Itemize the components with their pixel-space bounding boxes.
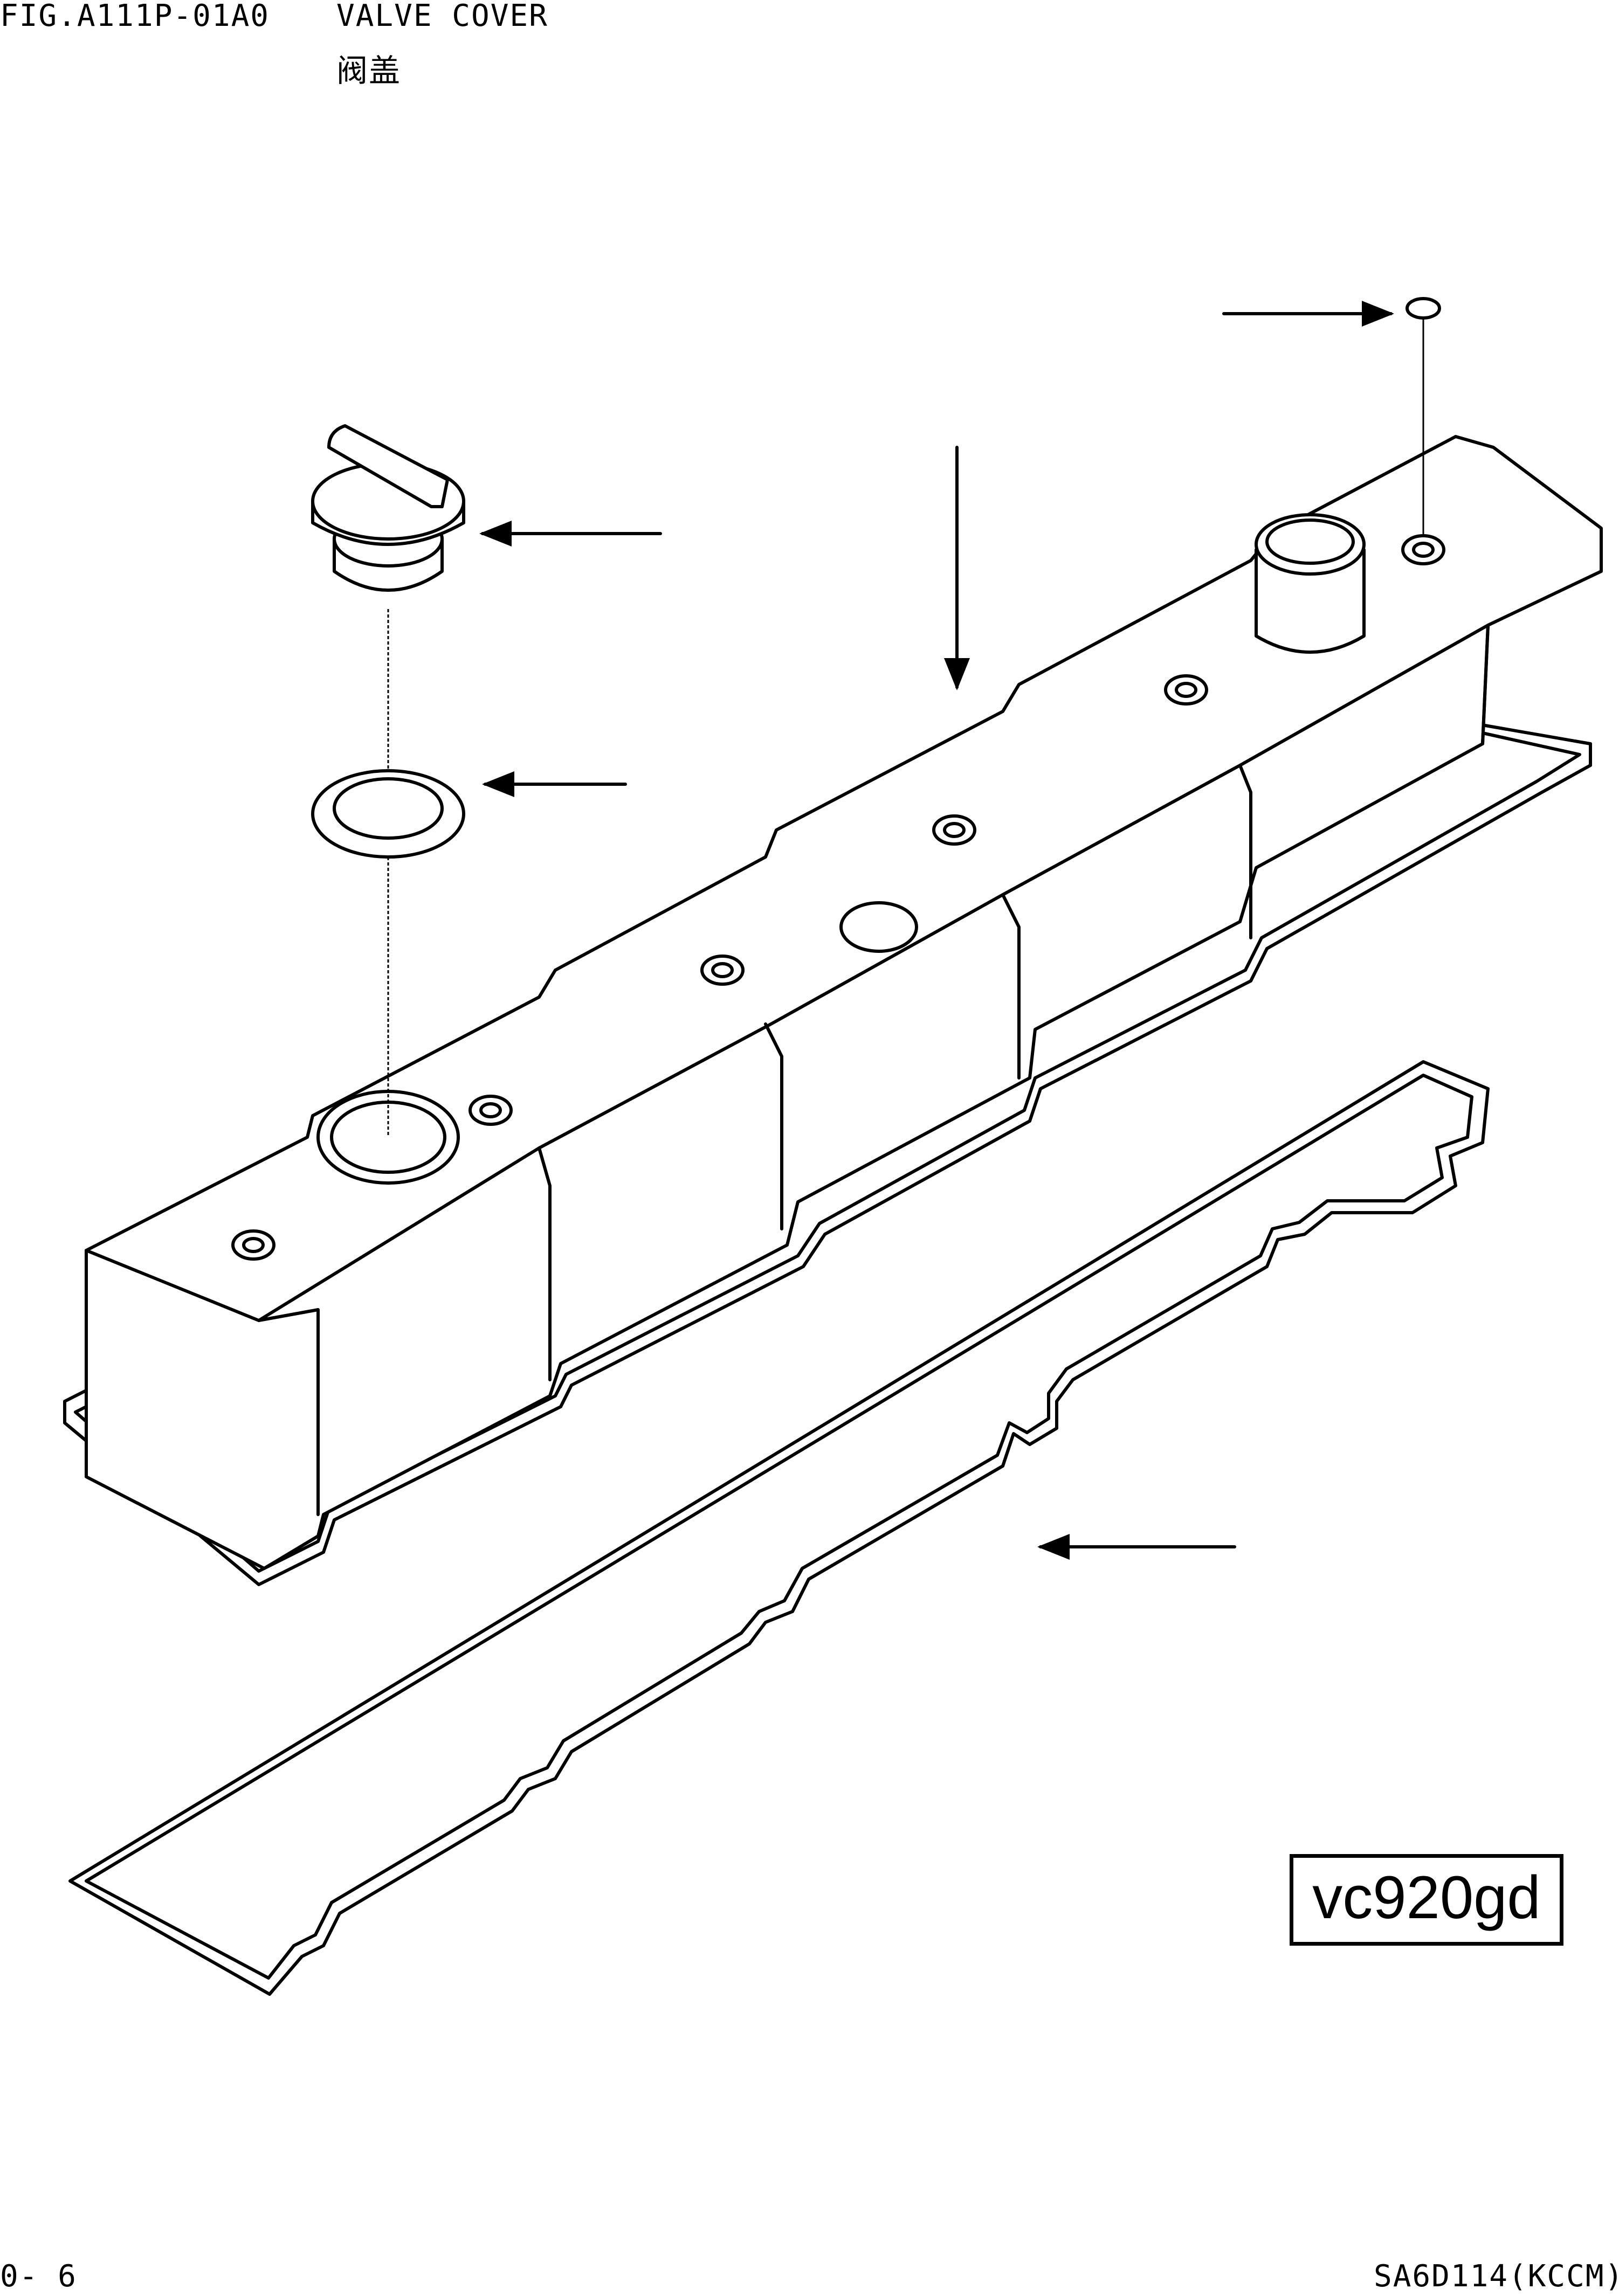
model-code: SA6D114(KCCM) — [1374, 2259, 1619, 2294]
oil-filler-cap-icon — [311, 424, 465, 592]
drawing-id: vc920gd — [1312, 1864, 1541, 1931]
page-number: 0- 6 — [0, 2259, 77, 2294]
callout-arrows — [479, 301, 1394, 1560]
gasket-icon — [68, 1060, 1490, 1996]
figure-code: FIG.A111P-01A0 — [0, 0, 270, 33]
figure-title: VALVE COVER — [336, 0, 548, 33]
figure-title-zh: 阀盖 — [336, 52, 402, 89]
o-ring-icon — [311, 769, 465, 859]
drawing-id-box: vc920gd — [1290, 1854, 1563, 1946]
small-seal-icon — [1406, 297, 1441, 320]
valve-cover-icon — [63, 435, 1603, 1586]
